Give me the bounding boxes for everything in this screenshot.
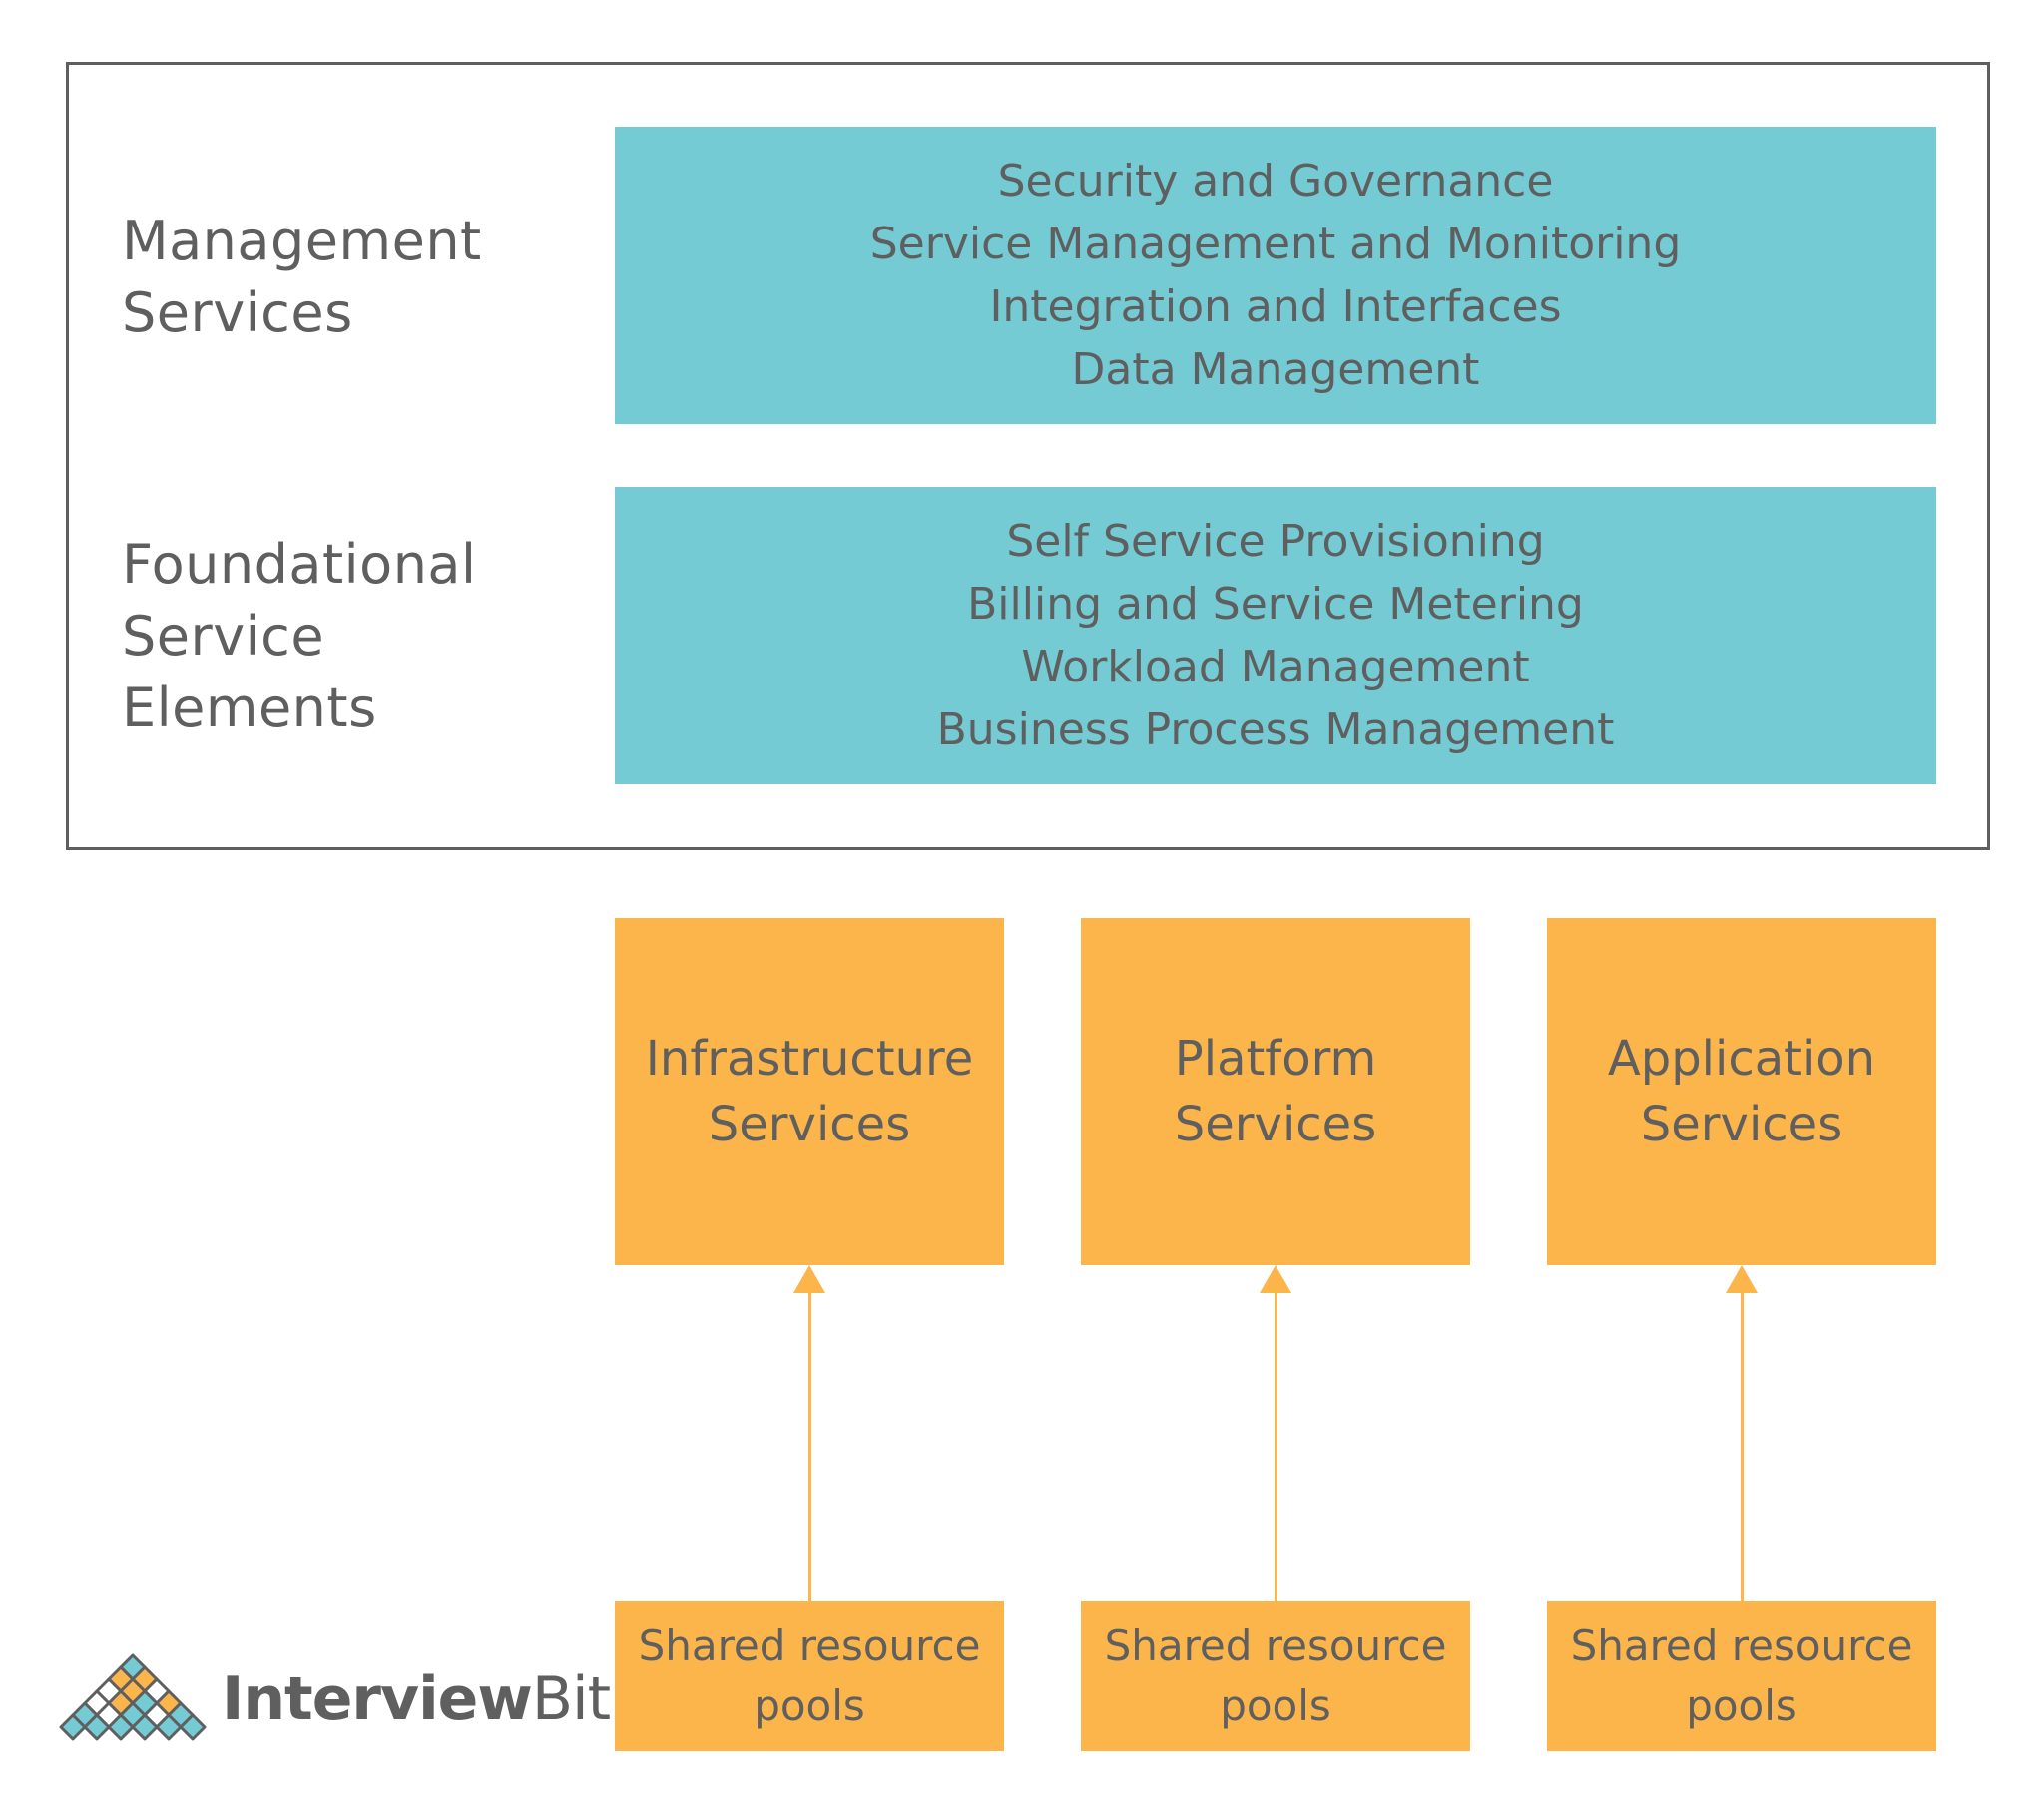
management-label-line: Management [122, 210, 482, 272]
service-label-line: Services [708, 1097, 911, 1152]
service-label-line: Infrastructure [645, 1031, 974, 1087]
shared-resource-pool-box: Shared resource pools [1547, 1601, 1936, 1751]
management-item: Data Management [1071, 344, 1480, 395]
arrow-line [1741, 1289, 1744, 1601]
arrow-up-icon [793, 1265, 825, 1293]
infrastructure-services-box: Infrastructure Services [615, 918, 1004, 1265]
platform-services-box: Platform Services [1081, 918, 1470, 1265]
management-frame [66, 62, 1990, 850]
arrow-line [808, 1289, 811, 1601]
service-label-line: Platform [1174, 1031, 1377, 1087]
foundational-label-line: Foundational [122, 533, 477, 596]
pool-label-line: Shared resource [1104, 1621, 1447, 1670]
pool-label-line: Shared resource [1570, 1621, 1913, 1670]
arrow-line [1275, 1289, 1278, 1601]
management-item: Service Management and Monitoring [869, 219, 1682, 269]
service-label-line: Application [1607, 1031, 1876, 1087]
management-item: Integration and Interfaces [989, 281, 1562, 332]
pool-label-line: pools [1686, 1681, 1797, 1730]
pool-label-line: pools [754, 1681, 865, 1730]
shared-resource-pool-box: Shared resource pools [615, 1601, 1004, 1751]
pool-label-line: pools [1220, 1681, 1331, 1730]
management-item: Security and Governance [997, 156, 1554, 207]
foundational-item: Business Process Management [936, 704, 1615, 755]
arrow-up-icon [1260, 1265, 1291, 1293]
foundational-label-line: Service [122, 605, 325, 668]
interviewbit-logo: InterviewBit [50, 1651, 611, 1747]
pool-label-line: Shared resource [638, 1621, 981, 1670]
shared-resource-pool-box: Shared resource pools [1081, 1601, 1470, 1751]
management-label-line: Services [122, 281, 353, 344]
application-services-box: Application Services [1547, 918, 1936, 1265]
arrow-up-icon [1726, 1265, 1758, 1293]
foundational-item: Workload Management [1021, 642, 1530, 692]
logo-text-bold: Interview [222, 1664, 533, 1734]
logo-diamond-icon [59, 1653, 207, 1741]
foundational-elements-label: Foundational Service Elements [122, 529, 477, 744]
logo-text-light: Bit [531, 1664, 611, 1734]
service-label-line: Services [1640, 1097, 1843, 1152]
foundational-item: Self Service Provisioning [1006, 516, 1545, 567]
foundational-item: Billing and Service Metering [967, 579, 1584, 630]
management-services-box: Security and Governance Service Manageme… [615, 127, 1936, 424]
foundational-elements-box: Self Service Provisioning Billing and Se… [615, 487, 1936, 784]
service-label-line: Services [1174, 1097, 1377, 1152]
logo-wordmark: InterviewBit [222, 1651, 611, 1747]
management-services-label: Management Services [122, 206, 482, 349]
foundational-label-line: Elements [122, 677, 377, 739]
